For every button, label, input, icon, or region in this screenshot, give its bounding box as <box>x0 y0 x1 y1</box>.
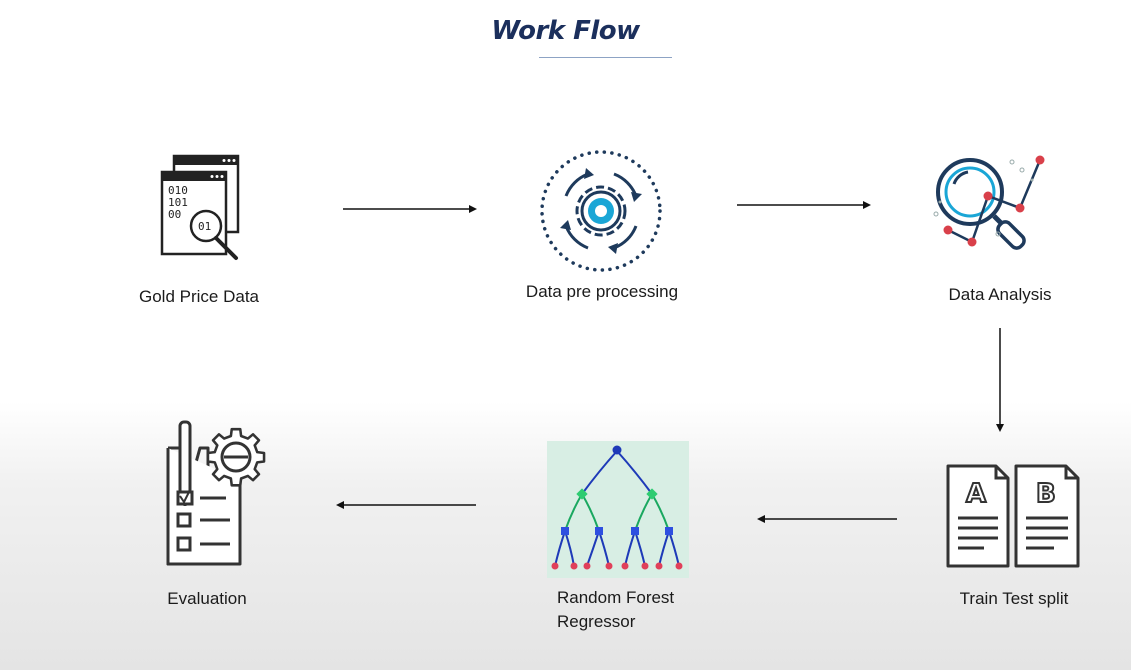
step-label-train-test-split: Train Test split <box>959 589 1069 608</box>
arrow-down <box>996 328 1004 432</box>
arrow-right-2 <box>737 201 871 209</box>
ab-documents-icon: A B <box>946 464 1080 568</box>
decision-tree-icon <box>547 441 689 578</box>
binary-line-2: 101 <box>168 196 188 209</box>
lens-digits: 01 <box>198 220 211 233</box>
doc-a-letter: A <box>966 479 986 509</box>
doc-b-letter: B <box>1036 479 1056 509</box>
arrow-left-2 <box>336 501 476 509</box>
step-label-gold-price-data: Gold Price Data <box>139 287 259 306</box>
step-label-random-forest-regressor: Random Forest Regressor <box>557 588 675 631</box>
step-label-data-analysis: Data Analysis <box>948 285 1052 304</box>
step-label-evaluation: Evaluation <box>167 589 247 608</box>
gear-cycle-icon <box>540 150 662 272</box>
checklist-gear-icon <box>166 420 266 566</box>
title-underline <box>539 57 672 58</box>
binary-line-3: 00 <box>168 208 181 221</box>
arrow-right-1 <box>343 205 477 213</box>
binary-data-magnifier-icon: 010 101 00 01 <box>160 154 240 260</box>
page-title: Work Flow <box>491 16 640 46</box>
analysis-magnifier-icon <box>933 155 1045 250</box>
binary-line-1: 010 <box>168 184 188 197</box>
step-label-data-pre-processing: Data pre processing <box>525 282 679 301</box>
arrow-left-1 <box>757 515 897 523</box>
